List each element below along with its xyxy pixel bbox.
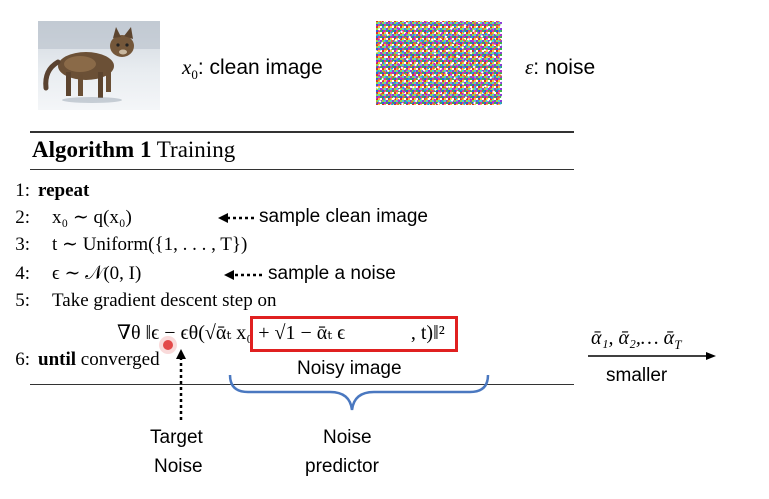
algo-line-4: 4: ϵ ∼ 𝒩(0, I) — [0, 262, 141, 285]
algo-line-2: 2: x₀ ∼ q(x₀) — [0, 206, 132, 229]
algo-line-5: 5: Take gradient descent step on — [0, 290, 276, 312]
line-number: 2: — [15, 207, 30, 228]
sample-t-expr: t ∼ Uniform({1, . . . , T}) — [52, 234, 248, 255]
loss-left: ∇θ ‖ϵ − ϵθ( — [117, 322, 205, 344]
repeat-keyword: repeat — [38, 180, 90, 201]
clean-image-caption: x0: clean image — [182, 55, 323, 83]
noise-predictor-brace — [228, 374, 490, 411]
clean-symbol: x — [182, 55, 192, 79]
algo-line-6: 6: until converged — [0, 349, 160, 371]
noise-predictor-label-1: Noise — [323, 427, 372, 448]
sample-noise-arrow — [224, 270, 262, 280]
loss-boxed: √ᾱₜ x₀ + √1 − ᾱₜ ϵ — [204, 322, 346, 344]
target-noise-label-1: Target — [150, 427, 203, 448]
alpha-trend-arrow — [588, 352, 716, 360]
line-number: 3: — [15, 234, 30, 255]
cat-photo-frame — [38, 21, 160, 110]
algorithm-bottom-rule — [30, 384, 574, 385]
algo-line-1: 1: repeat — [0, 180, 89, 202]
target-noise-label-2: Noise — [154, 456, 203, 477]
algorithm-title-rule — [30, 169, 574, 170]
algo-line-3: 3: t ∼ Uniform({1, . . . , T}) — [0, 233, 247, 256]
until-keyword: until — [38, 349, 77, 370]
noisy-image-box — [250, 316, 458, 352]
alphas-sub: T — [674, 337, 682, 352]
algorithm-title-rest: Training — [151, 137, 236, 162]
algorithm-title: Algorithm 1 Training — [32, 137, 235, 163]
alphas-label: ᾱ₁, ᾱ₂,… ᾱT — [591, 327, 681, 353]
sample-clean-image-label: sample clean image — [259, 206, 428, 227]
alphas-text: ᾱ₁, ᾱ₂,… ᾱ — [591, 327, 675, 349]
line-number: 6: — [15, 349, 30, 370]
algorithm-top-rule — [30, 131, 574, 133]
clean-symbol-sub: 0 — [191, 67, 198, 83]
noise-symbol: ε — [525, 55, 534, 79]
sample-eps-expr: ϵ ∼ 𝒩(0, I) — [52, 263, 142, 284]
noise-caption: ε: noise — [525, 55, 595, 80]
noise-text: : noise — [533, 56, 596, 79]
sample-noise-label: sample a noise — [268, 263, 396, 284]
algo-loss-expr: ∇θ ‖ϵ − ϵθ(√ᾱₜ x₀ + √1 − ᾱₜ ϵ , t)‖² — [117, 320, 445, 345]
smaller-label: smaller — [606, 365, 668, 386]
converged-text: converged — [76, 349, 160, 370]
clean-text: : clean image — [197, 56, 323, 79]
algorithm-title-bold: Algorithm 1 — [32, 137, 152, 162]
gradient-step-text: Take gradient descent step on — [52, 290, 277, 311]
noise-predictor-label-2: predictor — [305, 456, 379, 477]
noisy-image-label: Noisy image — [297, 358, 402, 379]
line-number: 1: — [15, 180, 30, 201]
loss-right: , t)‖² — [410, 322, 445, 344]
noise-image — [376, 21, 502, 105]
sample-x0-expr: x₀ ∼ q(x₀) — [52, 207, 132, 228]
sample-clean-arrow — [218, 213, 254, 223]
line-number: 4: — [15, 263, 30, 284]
line-number: 5: — [15, 290, 30, 311]
